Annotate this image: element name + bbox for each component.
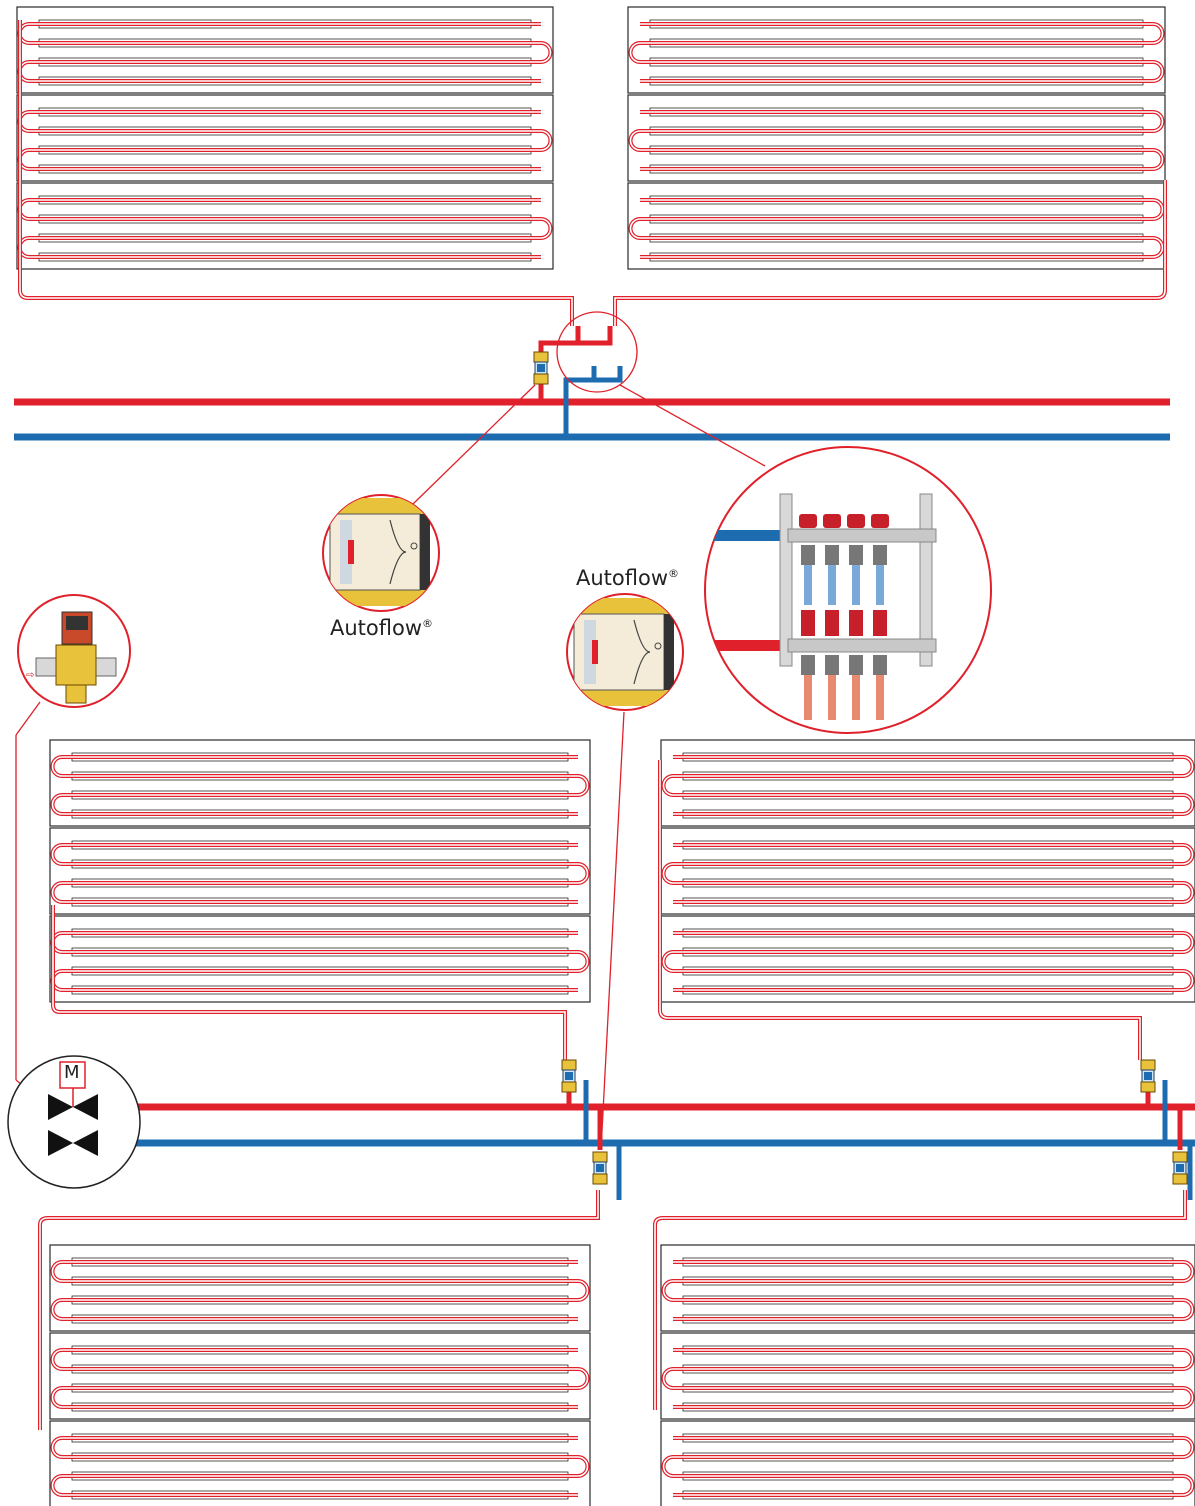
manifold-return-pipe <box>828 565 836 605</box>
manifold-return-pipe <box>876 565 884 605</box>
heating-coil-core <box>629 111 1164 170</box>
heating-coil-core <box>51 1349 589 1408</box>
floor-panel <box>49 827 591 915</box>
heating-coil-core <box>51 756 589 815</box>
autoflow-valve-bl-lower <box>592 1151 608 1185</box>
heating-coil-core <box>662 844 1194 903</box>
heating-coil-core <box>51 844 589 903</box>
autoflow-label-center: Autoflow® <box>576 566 680 590</box>
manifold-valve-head <box>799 514 817 528</box>
autoflow-magnifier-center <box>566 593 684 711</box>
manifold-valve-head <box>847 514 865 528</box>
main-pipes <box>14 326 1195 1200</box>
autoflow-valve-top <box>533 351 549 385</box>
manifold-outlet <box>801 655 815 675</box>
heating-coil-core <box>51 1261 589 1320</box>
floor-panel <box>627 182 1166 270</box>
mixing-valve-magnifier: ⇨ <box>17 594 131 708</box>
manifold-magnifier <box>704 446 992 734</box>
autoflow-valve-br-upper <box>1140 1059 1156 1093</box>
motor-label: M <box>64 1062 80 1083</box>
coil-feeder-core <box>52 905 566 1060</box>
manifold-supply-pipe <box>852 675 860 720</box>
manifold-outlet <box>873 655 887 675</box>
manifold-supply-pipe <box>804 675 812 720</box>
manifold-flowmeter <box>873 610 887 636</box>
floor-panel <box>660 1244 1195 1332</box>
heating-coil-core <box>662 1437 1194 1496</box>
manifold-flowmeter <box>801 610 815 636</box>
heating-coil-core <box>51 1437 589 1496</box>
manifold-flowmeter <box>849 610 863 636</box>
floor-panel <box>660 1420 1195 1506</box>
floor-panels <box>16 6 1195 1506</box>
coil-feeder-core <box>39 1190 599 1430</box>
heating-coil-core <box>629 199 1164 258</box>
manifold-valve-head <box>871 514 889 528</box>
manifold-callout-ring <box>556 311 638 393</box>
floor-panel <box>16 182 554 270</box>
coil-feeder-core <box>19 20 573 326</box>
floor-panel <box>627 6 1166 94</box>
manifold-outlet <box>801 545 815 565</box>
floor-panel <box>49 1332 591 1420</box>
floor-panel <box>660 739 1195 827</box>
motorized-valve-symbol <box>7 1055 141 1189</box>
coil-feeder-core <box>654 1190 1186 1410</box>
floor-panel <box>49 1420 591 1506</box>
floor-panel <box>16 6 554 94</box>
heating-coil-core <box>662 756 1194 815</box>
manifold-supply-pipe <box>876 675 884 720</box>
floor-panel <box>660 915 1195 1003</box>
manifold-valve-head <box>823 514 841 528</box>
manifold-return-pipe <box>804 565 812 605</box>
top-return-riser <box>563 366 623 437</box>
floor-panel <box>660 827 1195 915</box>
floor-panel <box>49 1244 591 1332</box>
heating-coil-core <box>629 23 1164 82</box>
floor-panel <box>660 1332 1195 1420</box>
autoflow-valve-br-lower <box>1172 1151 1188 1185</box>
manifold-flowmeter <box>825 610 839 636</box>
floor-panel <box>49 739 591 827</box>
floor-panel <box>16 94 554 182</box>
coil-feeder-core <box>614 180 1166 326</box>
floor-panel <box>49 915 591 1003</box>
autoflow-magnifier-left <box>322 494 440 612</box>
heating-coils <box>17 20 1195 1497</box>
svg-text:⇨: ⇨ <box>26 670 34 681</box>
heating-coil-core <box>662 1349 1194 1408</box>
coil-feeder-core <box>659 760 1141 1060</box>
manifold-outlet <box>825 655 839 675</box>
manifold-outlet <box>873 545 887 565</box>
autoflow-valve-bl-upper <box>561 1059 577 1093</box>
floor-panel <box>627 94 1166 182</box>
manifold-outlet <box>849 545 863 565</box>
manifold-return-pipe <box>852 565 860 605</box>
autoflow-label-left: Autoflow® <box>330 616 434 640</box>
heating-coil-core <box>662 932 1194 991</box>
manifold-outlet <box>849 655 863 675</box>
heating-coil-core <box>662 1261 1194 1320</box>
manifold-supply-pipe <box>828 675 836 720</box>
manifold-outlet <box>825 545 839 565</box>
